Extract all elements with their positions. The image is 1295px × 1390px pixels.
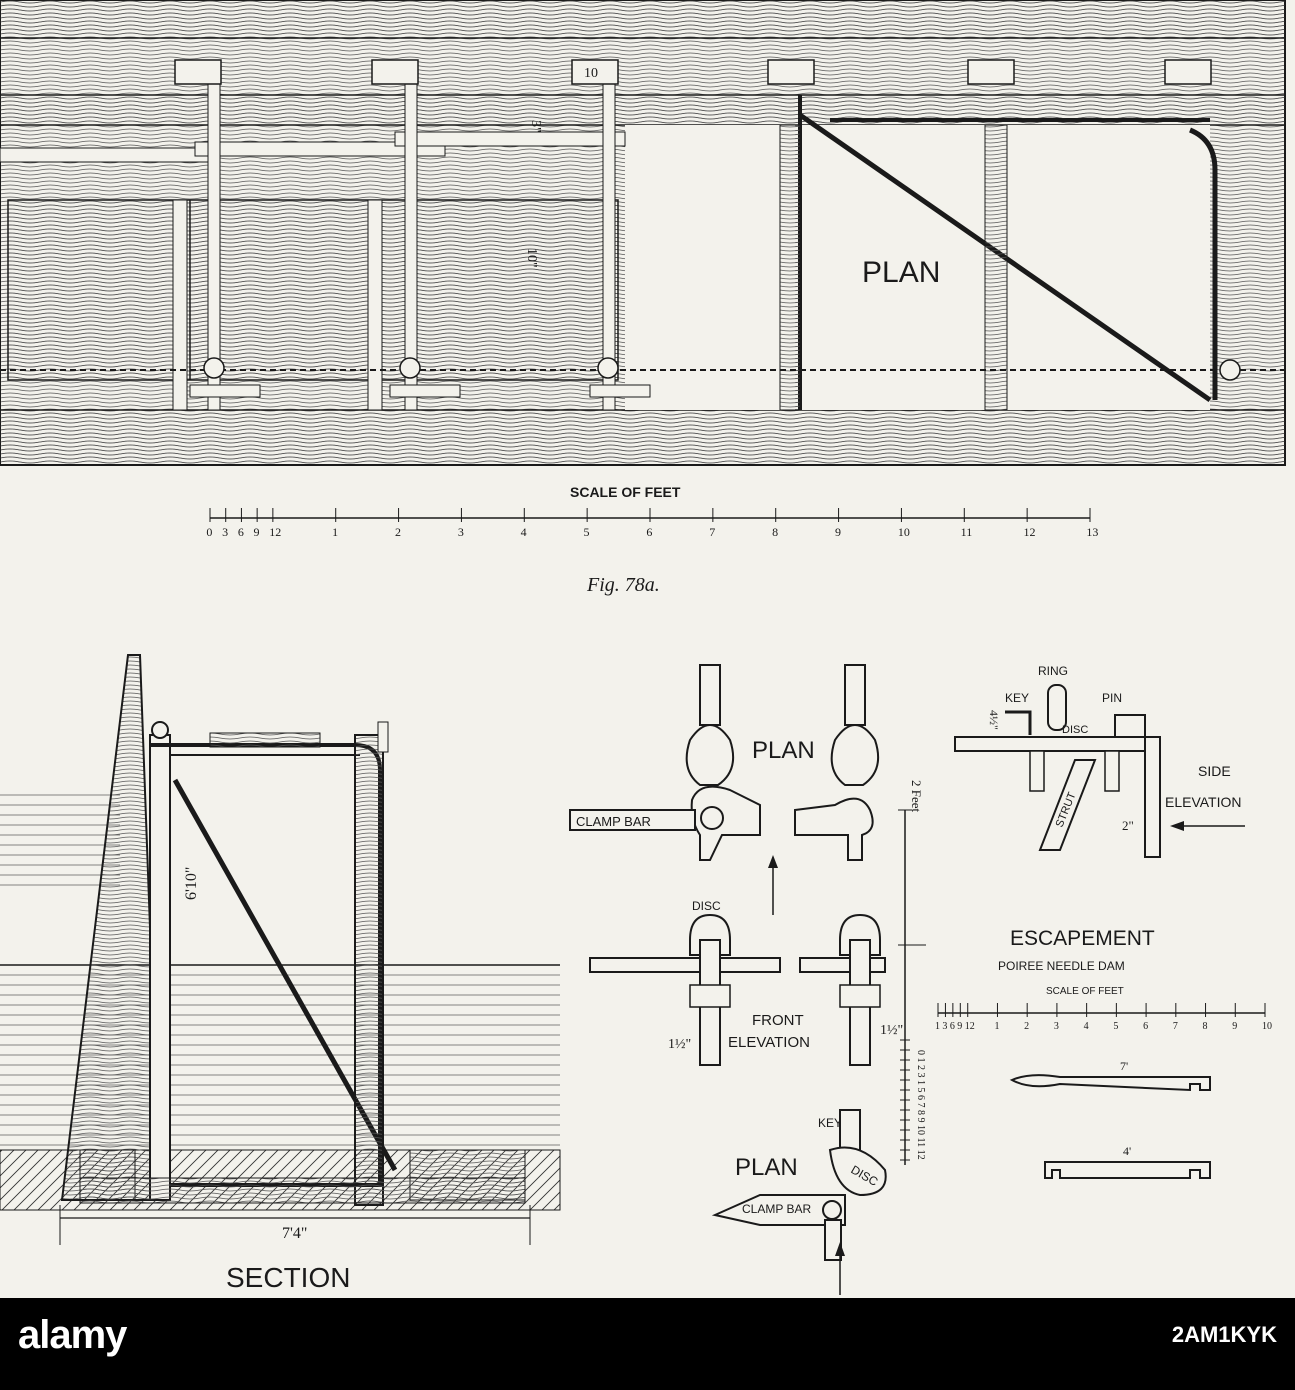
plan-label-main: PLAN: [862, 256, 940, 289]
two-feet-label: 2 Feet: [909, 780, 924, 813]
side-elevation-label: ELEVATION: [1165, 794, 1242, 810]
small-scale-tick-label: 3: [1054, 1021, 1059, 1032]
small-scale-tick-label: 8: [1203, 1021, 1208, 1032]
small-scale-tick-label: 7: [1173, 1021, 1178, 1032]
small-scale-tick-label: 10: [1262, 1021, 1272, 1032]
small-scale-tick-label: 9: [957, 1021, 962, 1032]
main-scale-tick-label: 9: [835, 525, 841, 539]
small-scale-tick-label: 1: [994, 1021, 999, 1032]
main-scale-tick-label: 1: [332, 525, 338, 539]
key-label: KEY: [1005, 691, 1029, 705]
dim-10in: 10": [524, 248, 539, 268]
main-scale-tick-label: 3: [222, 525, 228, 539]
escapement-details: CLAMP BAR PLAN DISC FRONT ELEVATION 1½" …: [569, 664, 926, 1295]
main-scale-tick-label: 4: [521, 525, 527, 539]
section-label: SECTION: [226, 1262, 350, 1293]
main-scale-tick-label: 6: [646, 525, 652, 539]
small-scale-tick-label: 2: [1024, 1021, 1029, 1032]
small-scale-tick-label: 1: [935, 1021, 940, 1032]
needle-length-4ft: 4': [1123, 1144, 1131, 1158]
small-scale-title: SCALE OF FEET: [1046, 986, 1124, 997]
small-scale-tick-label: 3: [942, 1021, 947, 1032]
main-scale-tick-label: 13: [1086, 525, 1098, 539]
disc-side-label: DISC: [1062, 724, 1088, 736]
main-scale-tick-label: 7: [709, 525, 715, 539]
main-scale-tick-label: 2: [395, 525, 401, 539]
small-scale-tick-label: 4: [1084, 1021, 1089, 1032]
small-scale-tick-label: 9: [1232, 1021, 1237, 1032]
watermark-logo: alamy: [18, 1313, 127, 1357]
main-scale-tick-label: 10: [898, 525, 910, 539]
needle-length-7ft: 7': [1120, 1059, 1128, 1073]
watermark-image-id: 2AM1KYK: [1171, 1322, 1277, 1347]
plan-label-detail: PLAN: [752, 737, 815, 764]
front-elevation-label: ELEVATION: [728, 1034, 810, 1051]
small-scale-tick-label: 5: [1113, 1021, 1118, 1032]
dim-1-5-right: 1½": [880, 1023, 903, 1038]
top-tag-label: 10: [584, 66, 598, 81]
escapement-title: ESCAPEMENT: [1010, 927, 1155, 950]
small-scale-tick-label: 6: [1143, 1021, 1148, 1032]
main-scale-tick-label: 0: [206, 525, 212, 539]
clamp-bar-label-lower: CLAMP BAR: [742, 1202, 811, 1216]
main-scale-tick-label: 8: [772, 525, 778, 539]
ring-label: RING: [1038, 664, 1068, 678]
clamp-bar-label: CLAMP BAR: [576, 814, 651, 829]
pin-label: PIN: [1102, 691, 1122, 705]
side-elevation: RING KEY PIN STRUT DISC SIDE ELEVATION 2…: [935, 664, 1272, 1179]
dim-3in: 3": [528, 120, 543, 133]
main-scale-tick-label: 12: [1024, 525, 1036, 539]
dim-section-height: 6'10": [183, 867, 200, 900]
plan-view-main: 10 10" 3" PLAN: [0, 0, 1290, 466]
side-label: SIDE: [1198, 763, 1231, 779]
plan-label-lower: PLAN: [735, 1154, 798, 1181]
disc-label: DISC: [692, 899, 721, 913]
dim-section-width: 7'4": [282, 1225, 307, 1242]
main-scale-title: SCALE OF FEET: [570, 484, 681, 500]
section-view: 7'4" 6'10" SECTION: [0, 654, 561, 1293]
dim-4-5in: 4½": [987, 710, 1001, 730]
small-scale-tick-label: 12: [965, 1021, 975, 1032]
small-scale-tick-label: 6: [950, 1021, 955, 1032]
figure-caption: Fig. 78a.: [586, 574, 660, 596]
watermark-banner: [0, 1298, 1295, 1390]
main-scale-tick-label: 6: [238, 525, 244, 539]
main-scale-tick-label: 12: [269, 525, 281, 539]
main-scale-tick-label: 9: [254, 525, 260, 539]
key-label-lower: KEY: [818, 1116, 842, 1130]
dim-1-5-left: 1½": [668, 1037, 691, 1052]
main-scale-tick-label: 5: [584, 525, 590, 539]
dim-2in: 2": [1122, 818, 1134, 833]
poiree-label: POIREE NEEDLE DAM: [998, 959, 1125, 973]
vertical-scale-numbers: 0 1 2 3 1 5 6 7 8 9 10 11 12: [915, 1050, 926, 1160]
front-label: FRONT: [752, 1012, 804, 1029]
main-scale-tick-label: 3: [458, 525, 464, 539]
main-scale-tick-label: 11: [961, 525, 973, 539]
